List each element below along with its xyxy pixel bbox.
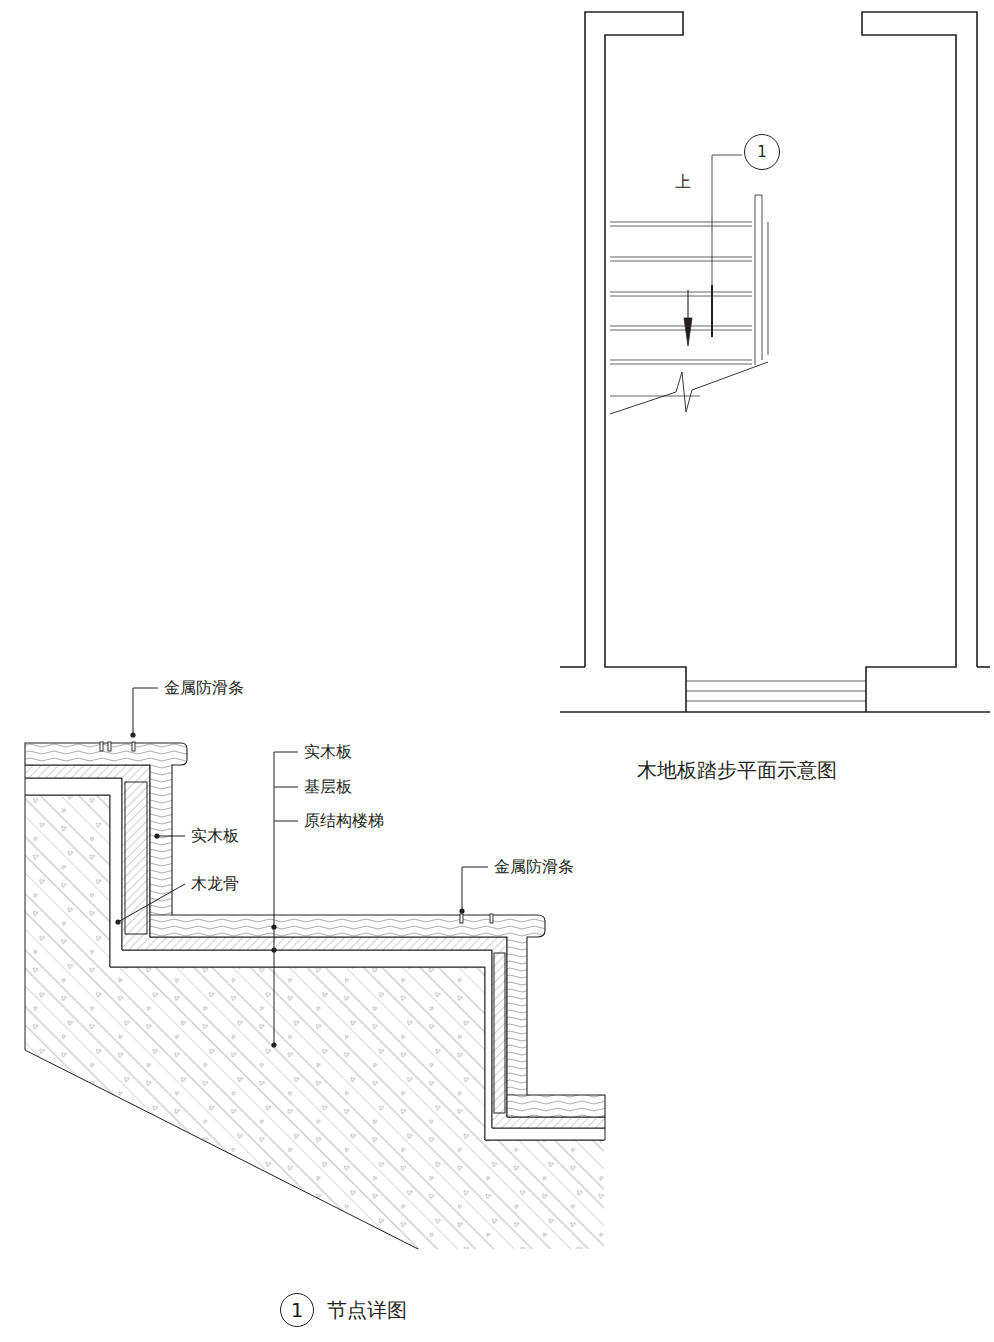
callout-number: 1: [291, 1300, 304, 1320]
leader-dot: [271, 924, 276, 929]
tread-line: [610, 296, 752, 297]
leader-line: [274, 821, 298, 822]
wall-outline: [560, 666, 585, 668]
door-step-line: [686, 701, 866, 702]
callout-leader: [712, 155, 742, 156]
leader-line: [274, 752, 275, 1045]
leader-line: [133, 688, 158, 689]
detail-callout: 1: [744, 134, 780, 170]
wall-outline: [862, 12, 977, 712]
handrail-line: [755, 195, 756, 365]
anti-slip-strip: [132, 742, 135, 751]
handrail-line: [768, 222, 769, 355]
part-label: 木龙骨: [191, 874, 239, 893]
direction-arrow: [684, 318, 692, 346]
wall-outline: [977, 666, 990, 668]
tread-line: [610, 222, 752, 223]
part-label: 实木板: [304, 742, 352, 761]
handrail-line: [762, 195, 763, 360]
tread-line: [610, 257, 752, 258]
wall-outline: [560, 711, 990, 713]
leader-dot: [459, 908, 464, 913]
tread-line: [610, 396, 700, 397]
leader-line: [133, 688, 134, 735]
leader-dot: [271, 947, 276, 952]
wood-keel: [125, 782, 147, 934]
leader-dot: [154, 833, 159, 838]
handrail-line: [755, 195, 762, 196]
leader-line: [462, 867, 488, 868]
part-label: 金属防滑条: [494, 857, 574, 876]
part-label: 金属防滑条: [164, 678, 244, 697]
mask-bottom: [418, 1249, 608, 1253]
callout-number: 1: [757, 145, 767, 160]
leader-dot: [271, 1042, 276, 1047]
break-line: [610, 362, 768, 414]
tread-line: [610, 292, 752, 293]
joint-line: [150, 915, 172, 916]
mask-right: [604, 1140, 608, 1252]
leader-line: [274, 752, 298, 753]
wall-outline: [585, 12, 686, 712]
detail-number-circle: 1节点详图: [280, 1293, 314, 1327]
joint-line: [507, 1095, 527, 1096]
leader-line: [274, 787, 298, 788]
direction-label: 上: [675, 172, 691, 191]
tread-line: [610, 261, 752, 262]
part-label: 原结构楼梯: [304, 811, 384, 830]
leader-dot: [130, 732, 135, 737]
tread-line: [610, 326, 752, 327]
part-label: 实木板: [191, 826, 239, 845]
anti-slip-strip: [460, 914, 463, 923]
tread-line: [610, 226, 752, 227]
detail-title: 节点详图: [327, 1300, 407, 1320]
solid-wood-board: [25, 743, 605, 1117]
leader-line: [118, 884, 185, 922]
anti-slip-strip: [108, 742, 111, 751]
wood-keel: [494, 953, 505, 1113]
tread-line: [610, 364, 752, 365]
tread-line: [610, 360, 752, 361]
door-step-line: [686, 691, 866, 692]
callout-leader: [712, 155, 713, 337]
tread-line: [610, 330, 752, 331]
anti-slip-strip: [490, 914, 493, 923]
part-label: 基层板: [304, 777, 352, 796]
anti-slip-strip: [100, 742, 103, 751]
drawing-title: 木地板踏步平面示意图: [637, 758, 837, 782]
leader-dot: [115, 919, 120, 924]
leader-line: [157, 836, 185, 837]
leader-line: [462, 867, 463, 911]
door-step-line: [686, 681, 866, 682]
